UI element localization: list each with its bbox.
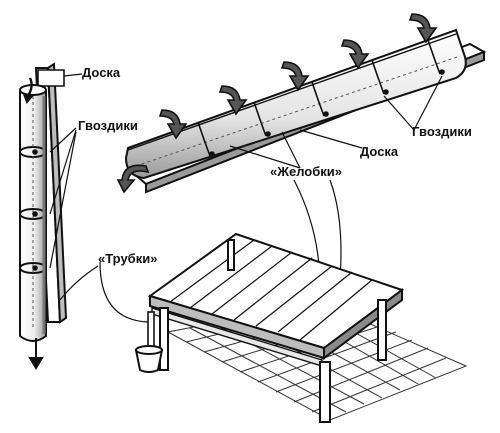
vertical-tube-assembly: [19, 62, 68, 370]
label-gvozdiki-left: Гвоздики: [78, 118, 138, 133]
tube-bottom-arrow-icon: [28, 357, 44, 370]
left-leader-lines: [49, 73, 99, 301]
pergola-post: [319, 361, 331, 423]
flow-arrow-icon: [408, 13, 438, 44]
inclined-gutter-assembly: [124, 28, 487, 194]
pergola-structure: [134, 232, 468, 423]
flow-arrow-icon: [218, 85, 248, 116]
label-trubki: «Трубки»: [98, 251, 158, 266]
pergola-downpipe: [147, 311, 155, 351]
pergola-post: [377, 299, 387, 361]
label-gvozdiki-right: Гвоздики: [412, 124, 472, 139]
inclined-gutter: [124, 28, 467, 180]
gutter-flow-arrows: [116, 13, 438, 194]
flow-arrow-icon: [340, 39, 370, 70]
rain-bucket: [134, 349, 164, 373]
flow-arrow-icon: [158, 109, 188, 140]
pergola-post: [159, 307, 169, 371]
gutter-outlet-arrow-icon: [116, 164, 150, 194]
label-doska-left: Доска: [82, 65, 121, 80]
label-zhelobki: «Желобки»: [270, 164, 342, 179]
label-doska-right: Доска: [360, 144, 399, 159]
flow-arrow-icon: [280, 61, 310, 92]
pergola-post: [227, 239, 235, 271]
trubki-leader-line: [99, 261, 149, 323]
